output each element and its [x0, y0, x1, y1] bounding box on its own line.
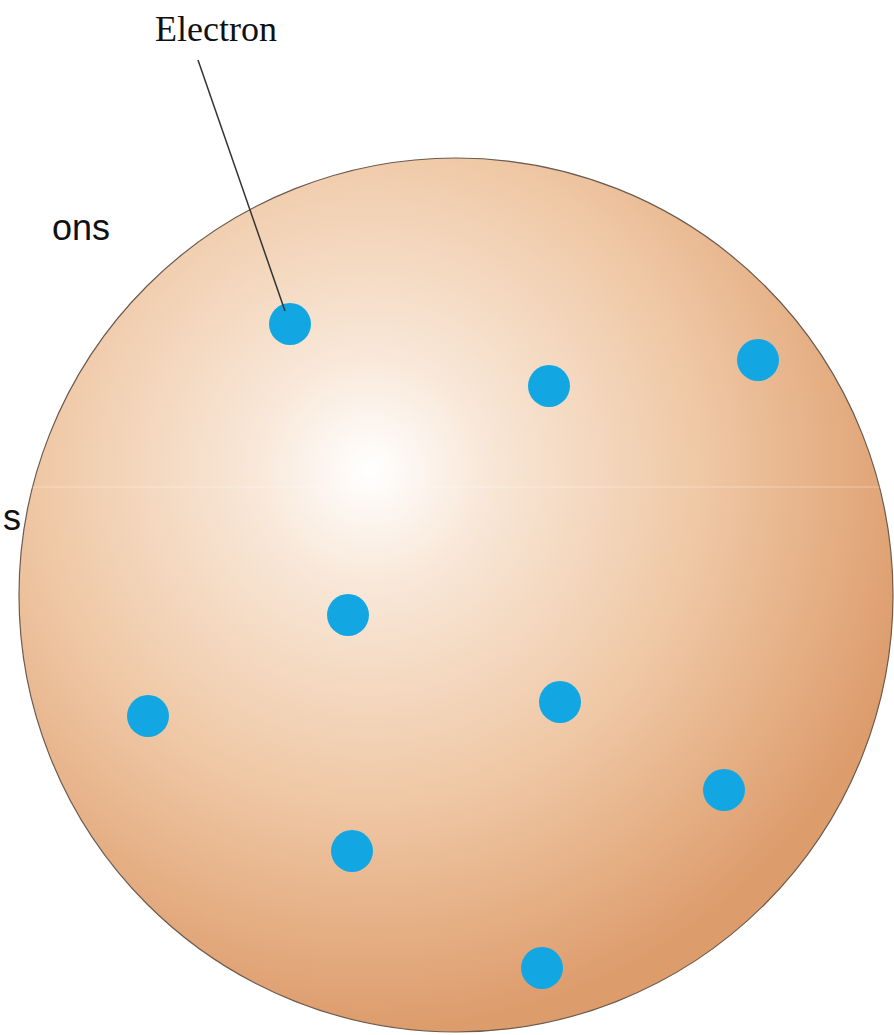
cut-off-text: ons [52, 208, 110, 248]
electron-dot [703, 769, 745, 811]
electron-dot [327, 594, 369, 636]
image-seam [20, 487, 894, 488]
leader-line [198, 60, 285, 311]
electron-dot [331, 830, 373, 872]
electron-dot [528, 365, 570, 407]
electron-dot [737, 339, 779, 381]
electrons [127, 303, 779, 989]
electron-dot [269, 303, 311, 345]
part-label: Electron [155, 10, 277, 50]
electron-dot [539, 681, 581, 723]
electron-dot [521, 947, 563, 989]
positive-sphere [19, 158, 893, 1032]
electron-dot [127, 695, 169, 737]
cut-off-text: s [3, 498, 21, 538]
